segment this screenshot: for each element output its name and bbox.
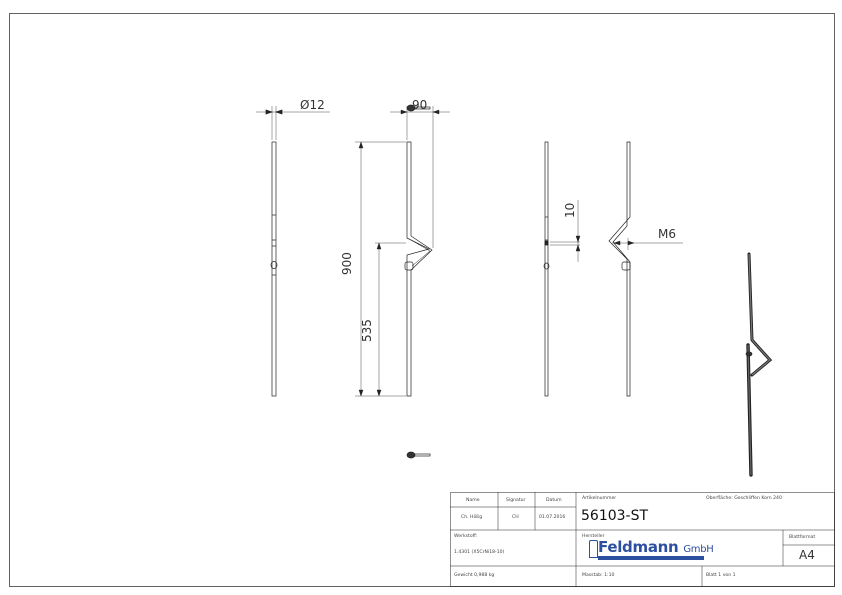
offset-dimension [390,106,450,248]
title-block-grid [450,492,835,587]
bottom-view-detail [406,451,431,459]
article-label: Artikelnummer [582,496,617,501]
manufacturer-label: Hersteller [582,534,605,539]
thread-label: M6 [658,227,676,241]
side-view-rod [404,141,433,397]
drawing-frame [9,13,835,587]
gap-label: 10 [563,202,577,218]
top-view-detail [406,104,431,112]
logo-tagline-bar [598,556,704,560]
weight: Gewicht 0,988 kg [454,573,495,578]
date-value: 01.07.2016 [539,515,566,520]
lower-height-label: 535 [360,319,374,342]
manufacturer-logo: Feldmann GmbH [598,538,714,556]
isometric-view [745,252,773,477]
diameter-dimension [256,106,330,140]
total-height-label: 900 [340,252,354,275]
date-header: Datum [546,498,562,503]
name-value: Ch. Hößg [461,515,483,520]
material-label: Werkstoff: [454,534,478,539]
format-label: Blattformat [789,535,816,540]
signature-value: CH [512,515,519,520]
height-dimensions [355,141,406,397]
section-view-rod [608,141,631,397]
gap-dimension [550,200,581,262]
scale: Masstab: 1:10 [582,573,615,578]
article-number: 56103-ST [581,508,649,524]
diameter-label: Ø12 [300,98,325,112]
name-header: Name [466,498,480,503]
signature-header: Signatur [506,498,526,503]
rear-view-rod [543,141,550,397]
thread-dimension [612,238,683,250]
front-view-rod [270,141,278,397]
surface-finish: Oberfläche: Geschliffen Korn 240 [706,496,782,501]
format-value: A4 [799,548,815,562]
lighthouse-icon [589,540,598,558]
material-value: 1.4301 (X5CrNi18-10) [454,550,505,555]
sheet-number: Blatt 1 von 1 [706,573,736,578]
offset-label: 90 [412,98,428,112]
